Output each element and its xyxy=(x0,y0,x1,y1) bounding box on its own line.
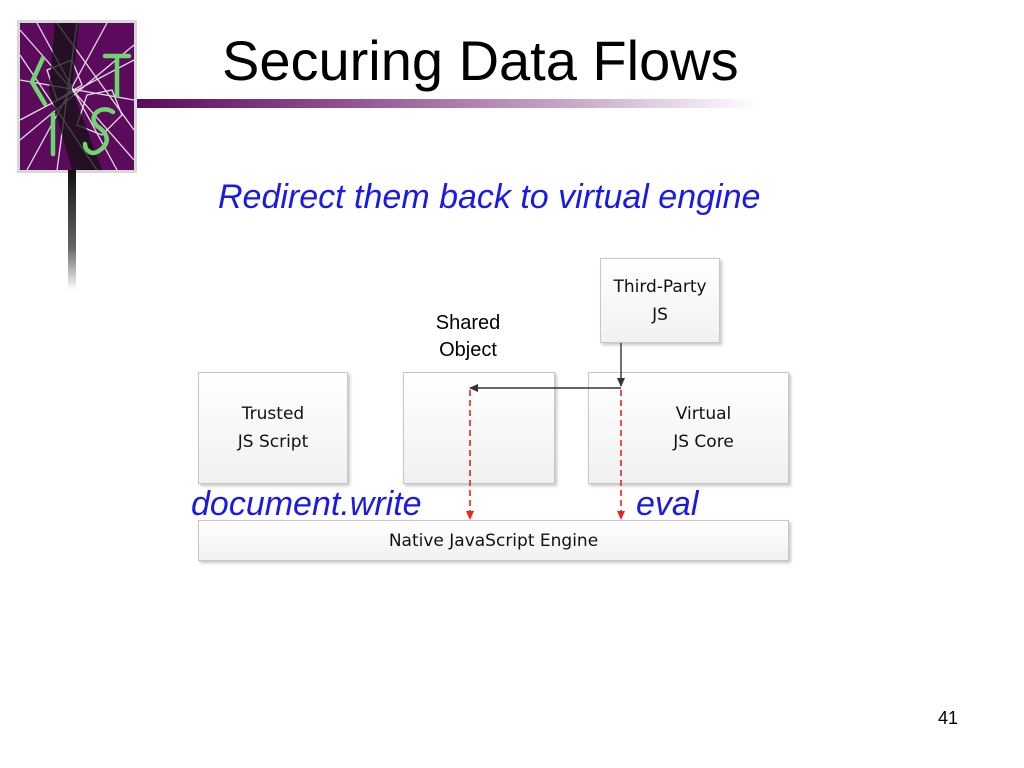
title-underline xyxy=(137,99,757,108)
shared-object-label: Shared Object xyxy=(435,312,501,361)
logo-pole xyxy=(68,170,76,290)
slide-subtitle: Redirect them back to virtual engine xyxy=(218,178,761,216)
lists-logo: L T I S xyxy=(17,20,137,173)
trusted-js-script-label: Trusted JS Script xyxy=(237,404,309,452)
eval-call-label: eval xyxy=(636,485,699,523)
trusted-js-script-box: Trusted JS Script xyxy=(198,372,348,484)
page-number: 41 xyxy=(938,708,959,728)
document-write-call-label: document.write xyxy=(191,485,422,523)
slide-title: Securing Data Flows xyxy=(222,29,739,92)
native-javascript-engine-box: Native JavaScript Engine xyxy=(198,520,789,561)
shared-object-box xyxy=(403,372,555,484)
virtual-js-core-label: Virtual JS Core xyxy=(673,404,734,452)
native-javascript-engine-label: Native JavaScript Engine xyxy=(388,530,599,551)
third-party-js-box: Third-Party JS xyxy=(600,258,720,343)
third-party-js-label: Third-Party JS xyxy=(613,276,707,325)
